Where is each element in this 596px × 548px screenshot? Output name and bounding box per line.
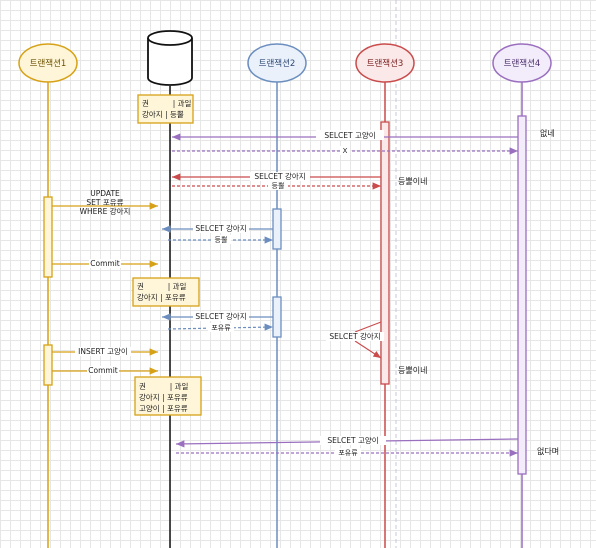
actor-t2-label: 트랜잭션2 [259,58,296,69]
actor-t2[interactable]: 트랜잭션2 [247,43,307,83]
actor-t3[interactable]: 트랜잭션3 [355,43,415,83]
message-13-label: Commit [88,366,118,375]
message-6-label: SELCET 강아지 [195,223,246,233]
message-10[interactable]: 포유류 [167,323,274,332]
message-1[interactable]: SELCET 고양이 [172,130,518,141]
table1-row-2: 강아지 | 등뿔 [142,109,184,119]
message-15[interactable]: 포유류 [176,448,518,457]
activation-t3 [380,121,390,385]
actor-t4-label: 트랜잭션4 [504,58,541,69]
message-6[interactable]: SELCET 강아지 [162,223,273,233]
actor-t4[interactable]: 트랜잭션4 [492,43,552,83]
message-5-line: UPDATE [90,189,120,198]
note-2: 등뿔이네 [398,176,427,186]
message-11[interactable]: SELCET 강아지 [326,321,384,359]
message-12[interactable]: INSERT 고양이 [52,346,158,356]
message-5-line: SET 포유류 [86,198,123,207]
table-snapshot-1: 권 | 과일 강아지 | 등뿔 [137,94,194,124]
note-1: 없네 [540,129,555,138]
message-2-label: X [343,147,348,155]
table1-row-1: 권 | 과일 [142,99,192,108]
actor-t3-label: 트랜잭션3 [367,58,404,69]
message-8-label: Commit [90,259,120,268]
message-10-label: 포유류 [211,324,231,332]
message-9[interactable]: SELCET 강아지 [162,311,273,321]
note-4: 없다며 [537,446,559,456]
table3-row-2: 강아지 | 포유류 [139,392,188,402]
activation-t1-a [43,196,53,278]
message-15-label: 포유류 [338,449,358,457]
note-3: 등뿔이네 [398,365,427,375]
table-snapshot-2: 권 | 과일 강아지 | 포유류 [132,277,200,307]
message-7-label: 등뿔 [215,236,228,244]
database-icon[interactable] [147,30,193,86]
table3-row-3: 고양이 | 포유류 [139,403,188,413]
activation-t4 [517,115,527,475]
message-3-label: SELCET 강아지 [254,171,305,181]
message-4-label: 등뿔 [272,182,285,190]
message-14[interactable]: SELCET 고양이 [175,435,519,448]
message-11-label: SELCET 강아지 [329,331,380,341]
activation-t1-b [43,344,53,386]
activation-t2-b [272,296,282,338]
actor-t1[interactable]: 트랜잭션1 [18,43,78,83]
activation-t2-a [272,208,282,250]
table3-row-1: 권 | 과일 [139,382,189,391]
message-12-label: INSERT 고양이 [78,346,128,356]
table-snapshot-3: 권 | 과일 강아지 | 포유류 고양이 | 포유류 [134,376,202,416]
table2-row-2: 강아지 | 포유류 [137,292,186,302]
actor-t1-label: 트랜잭션1 [30,58,67,69]
table2-row-1: 권 | 과일 [137,282,187,291]
message-14-label: SELCET 고양이 [327,435,378,445]
message-3[interactable]: SELCET 강아지 [172,171,381,181]
message-7[interactable]: 등뿔 [168,235,273,244]
message-5-line: WHERE 강아지 [80,206,131,216]
message-1-label: SELCET 고양이 [324,130,375,140]
message-8[interactable]: Commit [52,259,158,268]
message-13[interactable]: Commit [52,366,158,375]
message-4[interactable]: 등뿔 [172,181,381,190]
message-9-label: SELCET 강아지 [195,311,246,321]
message-2[interactable]: X [172,146,518,155]
